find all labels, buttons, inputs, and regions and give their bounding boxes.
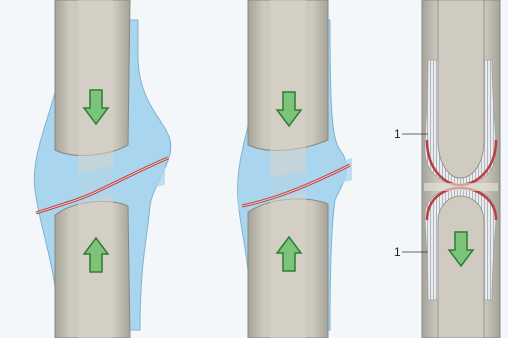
svg-text:1: 1 (394, 127, 401, 141)
svg-text:1: 1 (394, 245, 401, 259)
